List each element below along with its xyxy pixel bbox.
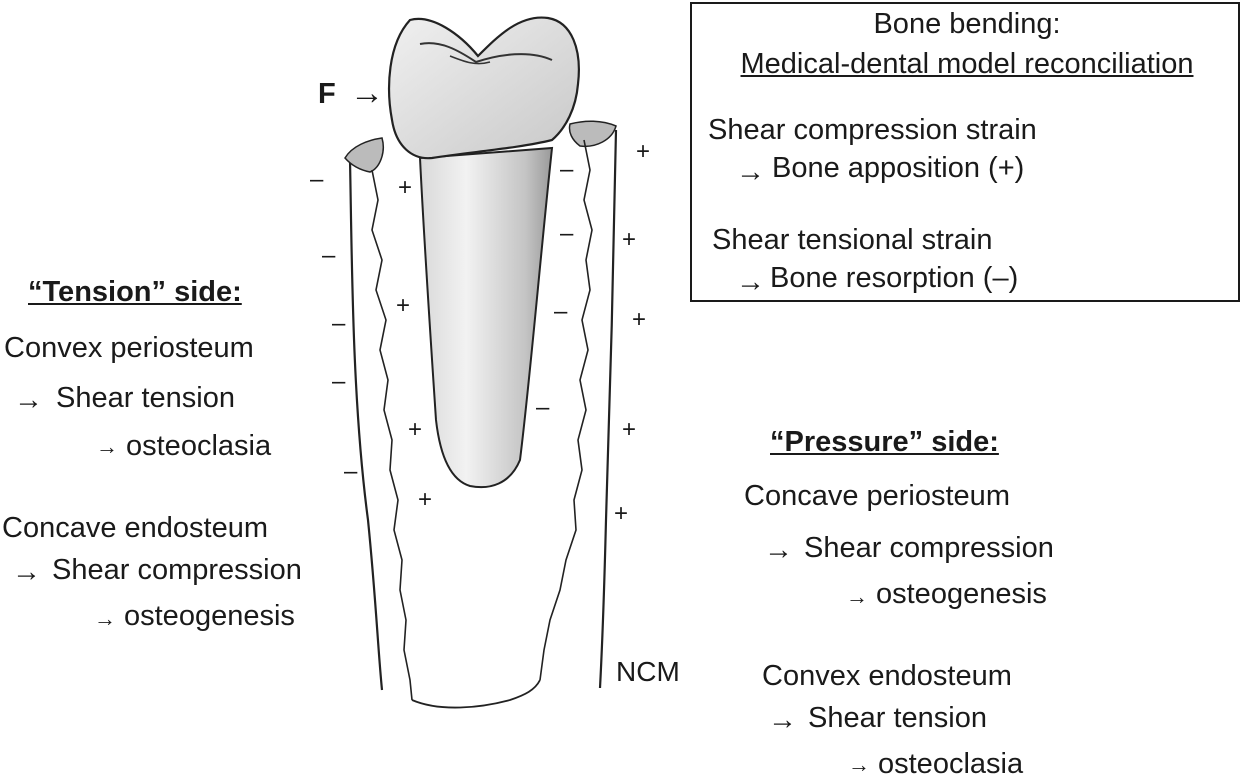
pressure-endosteum-effect: Shear tension [808, 702, 987, 734]
plus-sign: + [632, 306, 647, 333]
pressure-side-heading: “Pressure” side: [770, 426, 999, 458]
right-endosteum-line [539, 139, 593, 681]
legend-subtitle: Medical-dental model reconciliation [740, 48, 1194, 80]
legend-line-tension: Shear tensional strain [712, 224, 993, 256]
plus-sign: + [622, 416, 637, 443]
crown-fissure-2 [449, 55, 491, 65]
minus-sign: – [560, 220, 574, 247]
pressure-periosteum: Concave periosteum [744, 480, 1010, 512]
tension-endosteum-effect: Shear compression [52, 554, 302, 586]
minus-sign: – [554, 298, 568, 325]
legend-title: Bone bending: [873, 8, 1061, 40]
minus-sign: – [332, 310, 346, 337]
plus-sign: + [636, 138, 651, 165]
tension-side-heading: “Tension” side: [28, 276, 242, 308]
plus-sign: + [622, 226, 637, 253]
left-periosteum-line [348, 159, 384, 691]
ncm-label: NCM [616, 656, 680, 687]
right-crest [568, 120, 617, 148]
left-endosteum-line [371, 169, 413, 701]
force-arrow-icon: → [350, 74, 384, 112]
tension-periosteum: Convex periosteum [4, 332, 254, 364]
bone-bottom-edge [411, 679, 541, 709]
arrow-right-icon: → [14, 384, 43, 416]
arrow-right-icon: → [848, 752, 870, 777]
arrow-right-icon: → [736, 266, 765, 298]
minus-sign: – [344, 458, 358, 485]
legend-line-apposition: Bone apposition (+) [772, 152, 1025, 184]
plus-sign: + [418, 486, 433, 513]
pressure-periosteum-result: osteogenesis [876, 578, 1047, 610]
right-periosteum-line [598, 129, 618, 689]
plus-sign: + [408, 416, 423, 443]
minus-sign: – [560, 156, 574, 183]
tooth-crown [388, 16, 580, 160]
plus-sign: + [398, 174, 413, 201]
tooth-root [418, 146, 554, 489]
pressure-periosteum-effect: Shear compression [804, 532, 1054, 564]
arrow-right-icon: → [96, 434, 118, 459]
crown-fissure [419, 42, 553, 64]
arrow-right-icon: → [764, 534, 793, 566]
legend-line-resorption: Bone resorption (–) [770, 262, 1019, 294]
arrow-right-icon: → [12, 556, 41, 588]
left-crest [344, 137, 384, 173]
legend-box: Bone bending: Medical-dental model recon… [690, 2, 1240, 302]
minus-sign: – [322, 242, 336, 269]
arrow-right-icon: → [768, 704, 797, 736]
pressure-endosteum-result: osteoclasia [878, 748, 1024, 780]
tension-periosteum-result: osteoclasia [126, 430, 272, 462]
minus-sign: – [536, 394, 550, 421]
arrow-right-icon: → [736, 156, 765, 188]
arrow-right-icon: → [846, 584, 868, 609]
tension-endosteum-result: osteogenesis [124, 600, 295, 632]
arrow-right-icon: → [94, 606, 116, 631]
minus-sign: – [310, 166, 324, 193]
force-label: F [318, 78, 336, 110]
tension-periosteum-effect: Shear tension [56, 382, 235, 414]
plus-sign: + [396, 292, 411, 319]
plus-sign: + [614, 500, 629, 527]
minus-sign: – [332, 368, 346, 395]
legend-line-compression: Shear compression strain [708, 114, 1037, 146]
pressure-endosteum: Convex endosteum [762, 660, 1012, 692]
tension-endosteum: Concave endosteum [2, 512, 268, 544]
